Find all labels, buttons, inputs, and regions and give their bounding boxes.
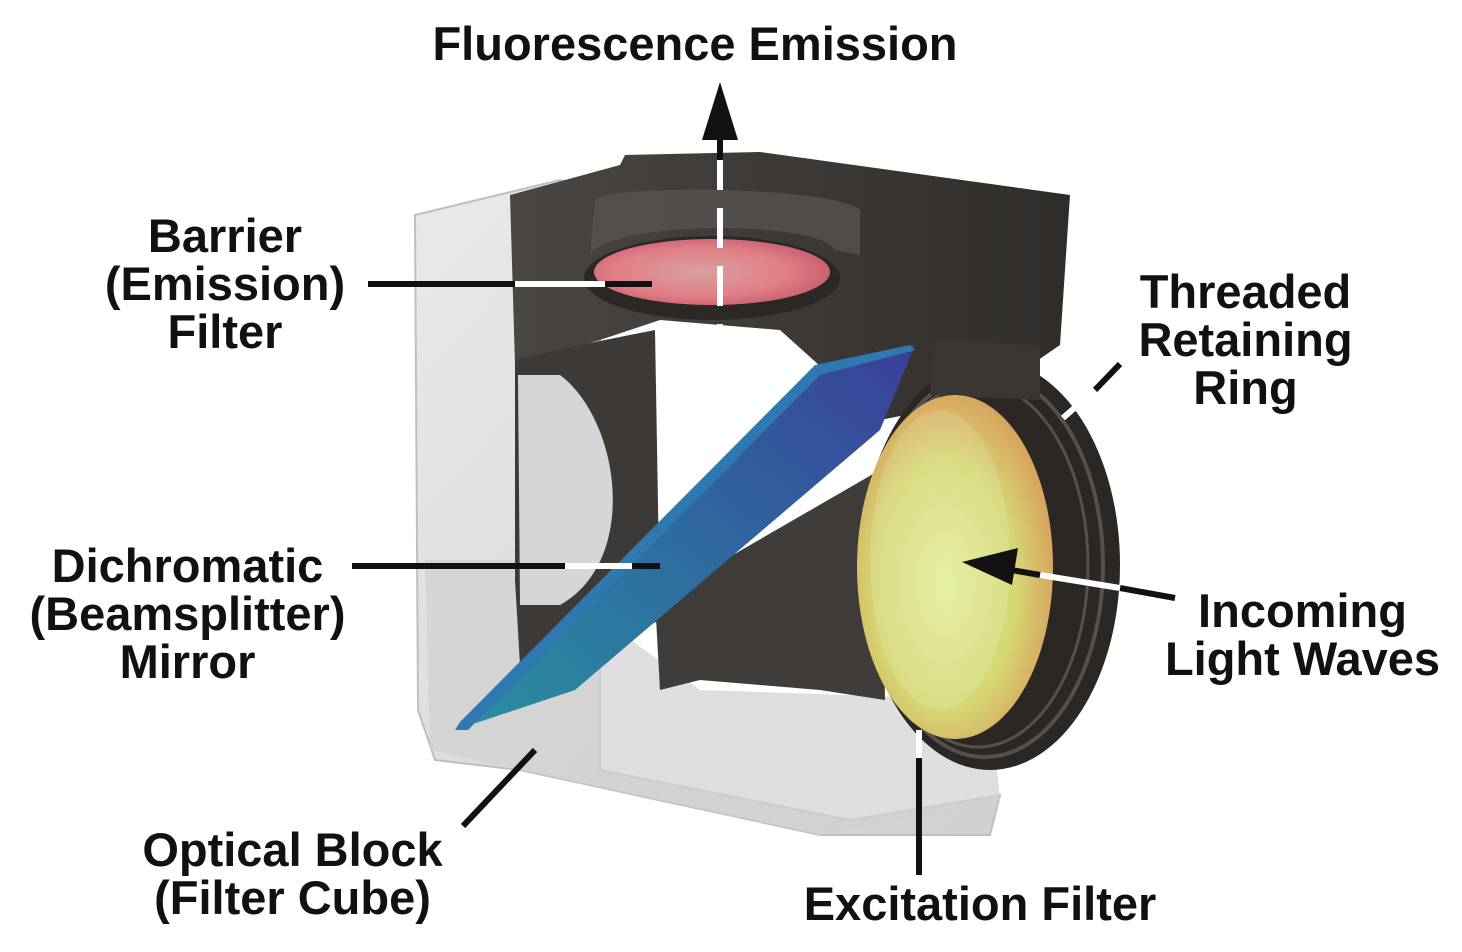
dichroic-mirror <box>455 345 915 730</box>
label-dichroic-line-1: Dichromatic <box>51 539 324 592</box>
label-ring-line-3: Ring <box>1193 361 1298 414</box>
label-threaded-ring: Threaded Retaining Ring <box>1118 268 1373 412</box>
emission-filter <box>594 239 830 305</box>
label-incoming-line-2: Light Waves <box>1164 632 1441 685</box>
label-dichroic-line-2: (Beamsplitter) <box>29 587 346 640</box>
leader-ring <box>1092 361 1123 393</box>
label-barrier-line-3: Filter <box>167 305 283 358</box>
label-ring-line-1: Threaded <box>1139 265 1352 318</box>
label-barrier-line-1: Barrier <box>147 209 303 262</box>
excitation-filter-highlight <box>870 410 1010 710</box>
dichroic-mirror-edge <box>455 345 915 730</box>
incoming-light-arrow-head <box>962 548 1018 585</box>
ring-teeth <box>930 340 1040 400</box>
label-optical-line-2: (Filter Cube) <box>154 871 431 924</box>
cube-housing-lower <box>655 470 885 700</box>
incoming-light-shaft-dark <box>1119 585 1176 601</box>
label-fluorescence-emission: Fluorescence Emission <box>432 17 958 70</box>
label-dichroic-line-3: Mirror <box>119 635 256 688</box>
incoming-light-shaft-light <box>1039 572 1121 591</box>
emission-filter-wall <box>590 189 860 255</box>
excitation-filter <box>857 395 1053 739</box>
label-ring-line-2: Retaining <box>1138 313 1353 366</box>
leader-ring-light <box>1061 387 1097 421</box>
leader-optical-block <box>460 747 538 829</box>
label-barrier-line-2: (Emission) <box>104 257 346 310</box>
label-barrier-filter: Barrier (Emission) Filter <box>85 212 365 356</box>
label-excitation-filter: Excitation Filter <box>803 877 1157 930</box>
cube-side-cutout <box>518 375 613 605</box>
label-incoming-light: Incoming Light Waves <box>1150 587 1455 683</box>
label-optical-line-1: Optical Block <box>142 823 443 876</box>
label-dichromatic-mirror: Dichromatic (Beamsplitter) Mirror <box>10 542 365 686</box>
label-incoming-line-1: Incoming <box>1198 584 1407 637</box>
label-optical-block: Optical Block (Filter Cube) <box>120 826 465 922</box>
emission-arrow-head <box>702 82 738 140</box>
